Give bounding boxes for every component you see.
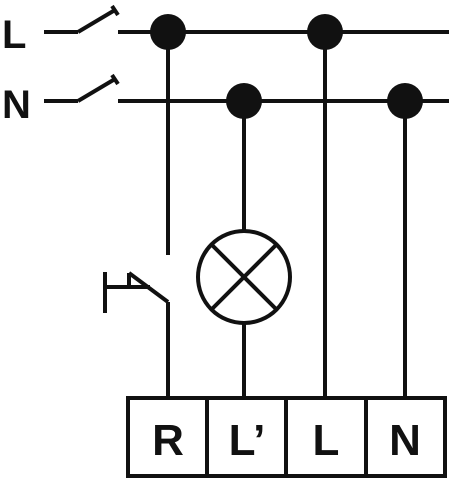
terminal-r-label: R — [152, 416, 184, 465]
rail-label-n: N — [2, 83, 31, 127]
terminal-block: R L’ L N — [126, 396, 447, 478]
pushbutton-icon — [103, 271, 170, 313]
terminal-l-prime-label: L’ — [229, 416, 266, 465]
n-switch-contact — [76, 77, 117, 103]
pushbutton-branch — [103, 32, 170, 398]
junction-node — [226, 83, 262, 119]
rail-label-l: L — [2, 13, 26, 57]
terminal-l-label: L — [313, 416, 340, 465]
l-switch-contact — [76, 8, 117, 34]
terminal-n-label: N — [389, 416, 421, 465]
junction-node — [150, 14, 186, 50]
line-rail — [44, 4, 449, 34]
lamp-icon — [196, 229, 292, 325]
lamp-branch — [196, 101, 292, 398]
junction-node — [387, 83, 423, 119]
junction-node — [307, 14, 343, 50]
